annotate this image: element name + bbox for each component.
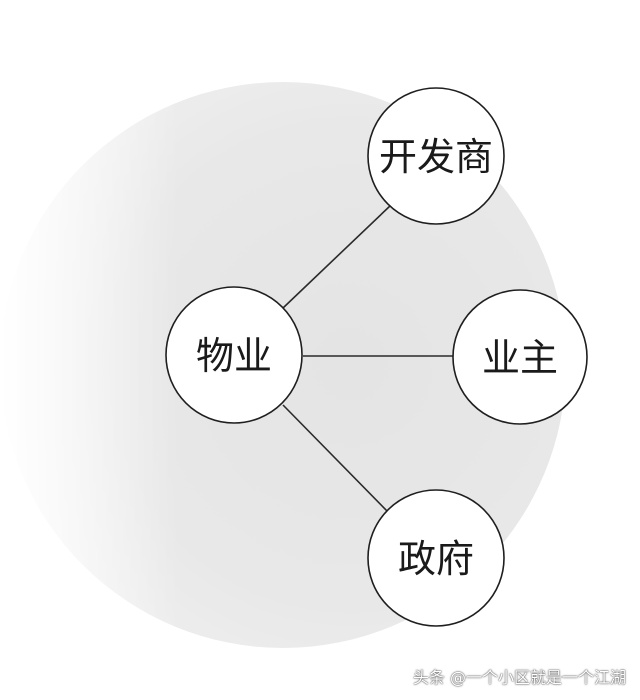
node-owner-circle bbox=[452, 289, 588, 425]
edge-property-government bbox=[282, 404, 389, 513]
node-government: 政府 bbox=[367, 489, 505, 627]
edge-property-developer bbox=[282, 204, 392, 309]
watermark-text: 头条 @一个小区就是一个江湖 bbox=[412, 668, 626, 687]
node-property-circle bbox=[165, 286, 303, 424]
node-developer-label: 开发商 bbox=[379, 135, 493, 179]
node-government-circle bbox=[367, 489, 505, 627]
node-property: 物业 bbox=[165, 286, 303, 424]
node-property-label: 物业 bbox=[196, 334, 272, 378]
node-government-label: 政府 bbox=[398, 537, 474, 581]
node-owner: 业主 bbox=[452, 289, 588, 425]
node-developer: 开发商 bbox=[367, 87, 505, 225]
node-owner-label: 业主 bbox=[482, 336, 558, 380]
node-developer-circle bbox=[367, 87, 505, 225]
